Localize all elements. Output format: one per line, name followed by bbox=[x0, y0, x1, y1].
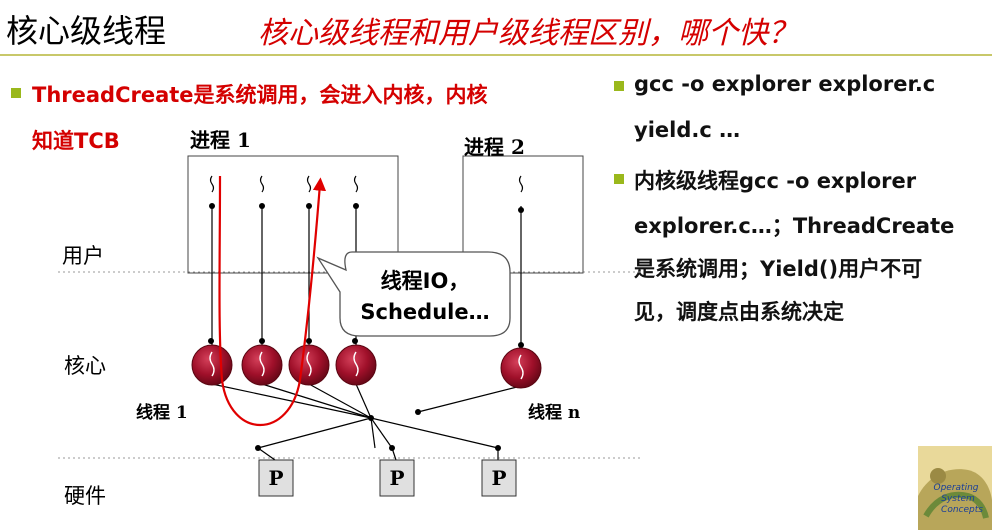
left-bullet-line-2: 知道TCB bbox=[32, 129, 120, 153]
switch-path-arrow bbox=[218, 175, 327, 427]
right-bullet-2-line-2: explorer.c…；ThreadCreate bbox=[634, 214, 955, 238]
callout-text: 线程IO， Schedule… bbox=[340, 266, 510, 328]
processor-box bbox=[258, 459, 294, 497]
processor-label: P bbox=[268, 466, 283, 490]
thread-1-label: 线程 1 bbox=[136, 403, 188, 423]
user-thread-squiggle bbox=[209, 175, 215, 193]
callout-line-1: 线程IO， bbox=[380, 269, 470, 293]
user-thread-squiggle bbox=[259, 175, 265, 193]
right-bullet-1-line-2: yield.c … bbox=[634, 118, 741, 142]
user-thread-squiggle bbox=[353, 175, 359, 193]
left-bullet-line-1: ThreadCreate是系统调用，会进入内核，内核 bbox=[32, 83, 488, 107]
book-cover-logo: Operating System Concepts bbox=[918, 446, 992, 530]
callout-line-2: Schedule… bbox=[360, 300, 490, 324]
book-title-line: Operating bbox=[934, 483, 979, 493]
processor-label: P bbox=[491, 466, 506, 490]
slide-title: 核心级线程 bbox=[6, 12, 167, 50]
process-1-label: 进程 1 bbox=[190, 128, 251, 152]
right-bullet-2-line-4: 见，调度点由系统决定 bbox=[634, 300, 844, 324]
thread-n-label: 线程 n bbox=[528, 403, 581, 423]
kernel-thread-icon bbox=[191, 344, 233, 386]
bullet-square-icon bbox=[614, 174, 624, 184]
book-title-line: System bbox=[941, 494, 975, 504]
user-layer-label: 用户 bbox=[62, 244, 104, 268]
process-1-box bbox=[187, 155, 399, 274]
right-bullet-1-line-1: gcc -o explorer explorer.c bbox=[634, 72, 936, 96]
kernel-thread-icon bbox=[500, 347, 542, 389]
process-2-label: 进程 2 bbox=[464, 135, 525, 159]
callout-bubble bbox=[316, 251, 511, 337]
processor-box bbox=[379, 459, 415, 497]
kernel-layer-label: 核心 bbox=[64, 354, 106, 378]
bullet-square-icon bbox=[614, 81, 624, 91]
kernel-threads bbox=[191, 344, 542, 389]
processor-label: P bbox=[389, 466, 404, 490]
user-thread-squiggle bbox=[518, 175, 524, 193]
processors bbox=[258, 459, 517, 497]
hardware-layer-label: 硬件 bbox=[64, 484, 106, 508]
title-divider bbox=[0, 54, 992, 56]
process-2-box bbox=[462, 155, 584, 274]
kernel-thread-icon bbox=[288, 344, 330, 386]
kernel-thread-icon bbox=[241, 344, 283, 386]
book-title-line: Concepts bbox=[941, 505, 983, 515]
right-bullet-2-line-3: 是系统调用；Yield()用户不可 bbox=[634, 257, 923, 281]
slide-question: 核心级线程和用户级线程区别，哪个快？ bbox=[258, 16, 798, 51]
bullet-square-icon bbox=[11, 88, 21, 98]
right-bullet-2-line-1: 内核级线程gcc -o explorer bbox=[634, 169, 917, 193]
kernel-thread-icon bbox=[335, 344, 377, 386]
user-thread-squiggle bbox=[306, 175, 312, 193]
processor-box bbox=[481, 459, 517, 497]
